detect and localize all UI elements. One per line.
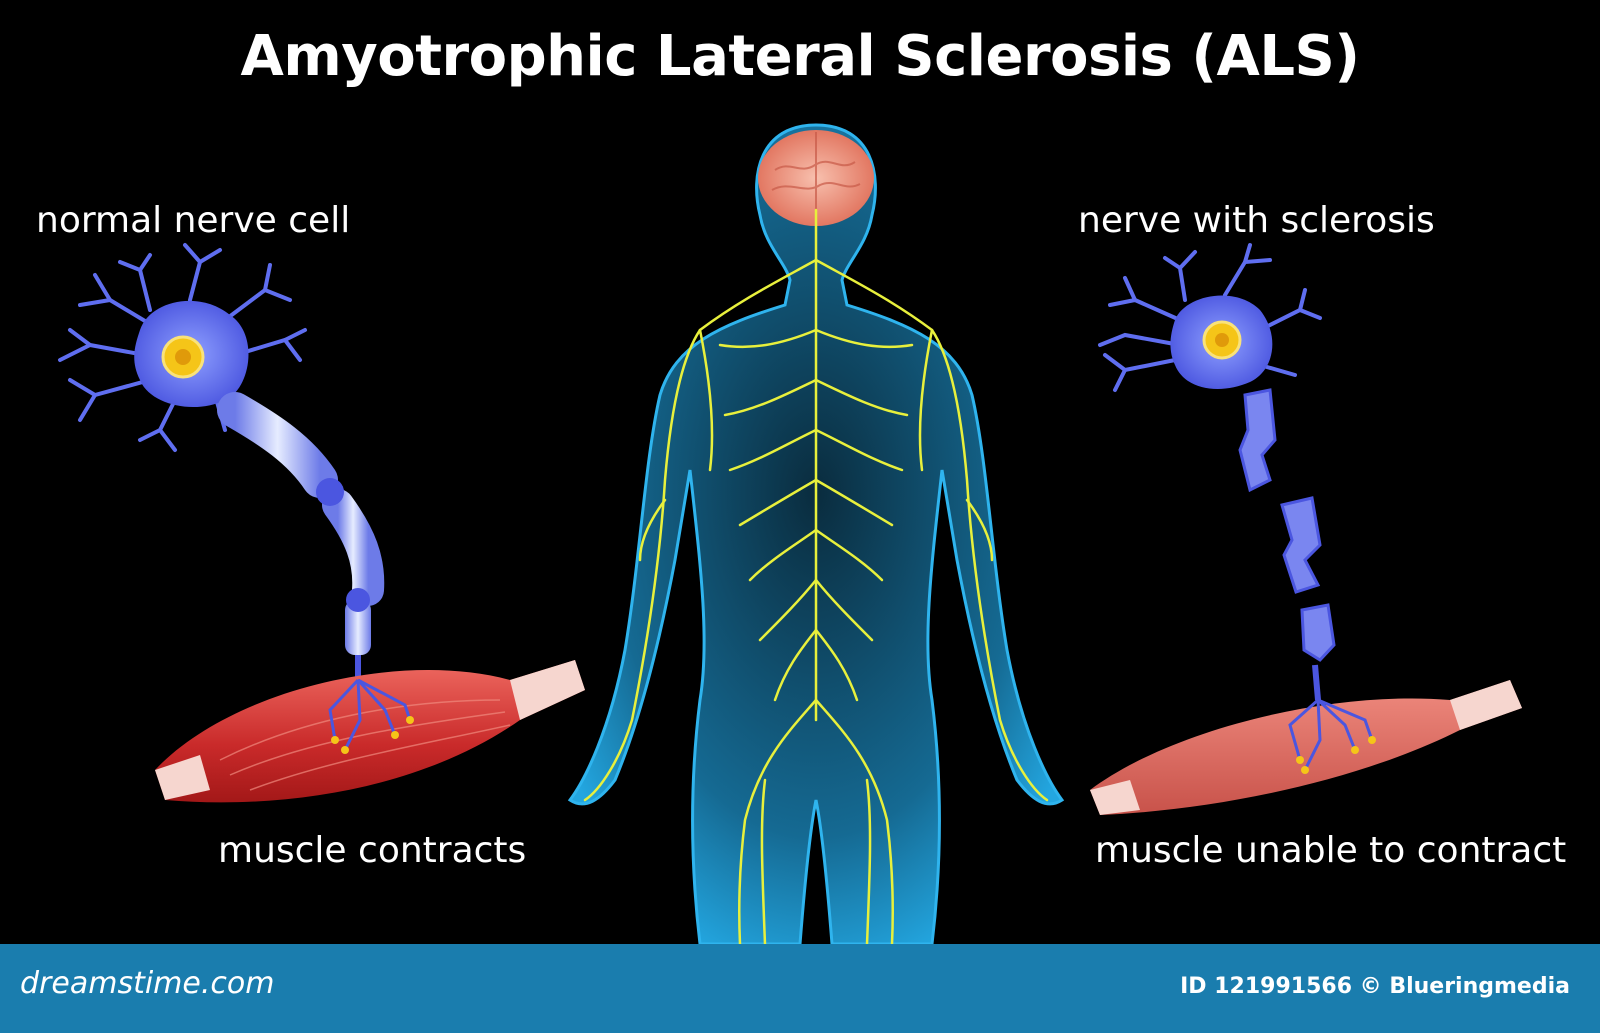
muscle-weak <box>1090 680 1522 815</box>
label-muscle-contracts: muscle contracts <box>218 830 527 871</box>
damaged-axon <box>1238 388 1336 701</box>
footer-credit: ID 121991566 © Blueringmedia <box>1180 974 1570 999</box>
diagram-title: Amyotrophic Lateral Sclerosis (ALS) <box>240 24 1360 89</box>
illustration <box>58 123 1522 944</box>
label-normal-nerve-cell: normal nerve cell <box>36 200 351 241</box>
human-nervous-system <box>567 123 1065 944</box>
nerve-network <box>583 208 1049 944</box>
sclerosis-neuron <box>1090 243 1522 815</box>
label-muscle-unable: muscle unable to contract <box>1095 830 1567 871</box>
muscle-contracting <box>155 660 585 803</box>
footer-logo: dreamstime.com <box>20 966 275 1001</box>
footer-bar: dreamstime.com ID 121991566 © Blueringme… <box>0 944 1600 1033</box>
label-nerve-with-sclerosis: nerve with sclerosis <box>1078 200 1435 241</box>
myelinated-axon <box>217 392 385 680</box>
normal-neuron <box>58 243 585 803</box>
